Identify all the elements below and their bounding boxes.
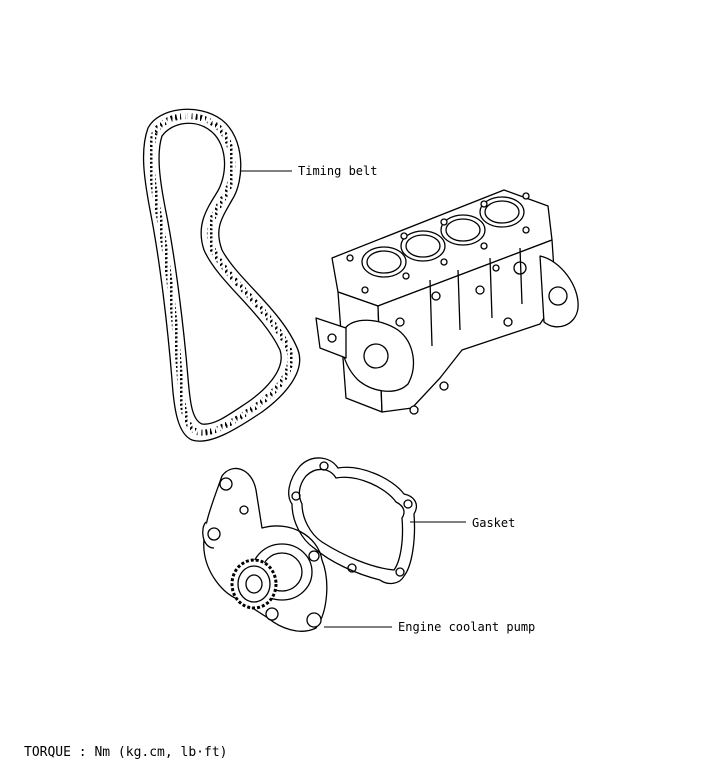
- gasket-label: Gasket: [472, 516, 516, 530]
- coolant-pump-illustration: [202, 467, 328, 632]
- torque-note: TORQUE : Nm (kg.cm, lb·ft): [24, 745, 228, 760]
- engine-block-illustration: [315, 189, 579, 415]
- gasket-illustration: [288, 457, 418, 585]
- coolant-pump-label: Engine coolant pump: [398, 620, 536, 634]
- timing-belt-illustration: [142, 108, 301, 442]
- cylinder-bores: [361, 196, 525, 278]
- timing-belt-label: Timing belt: [298, 164, 378, 178]
- head-bolt-holes: [346, 192, 530, 294]
